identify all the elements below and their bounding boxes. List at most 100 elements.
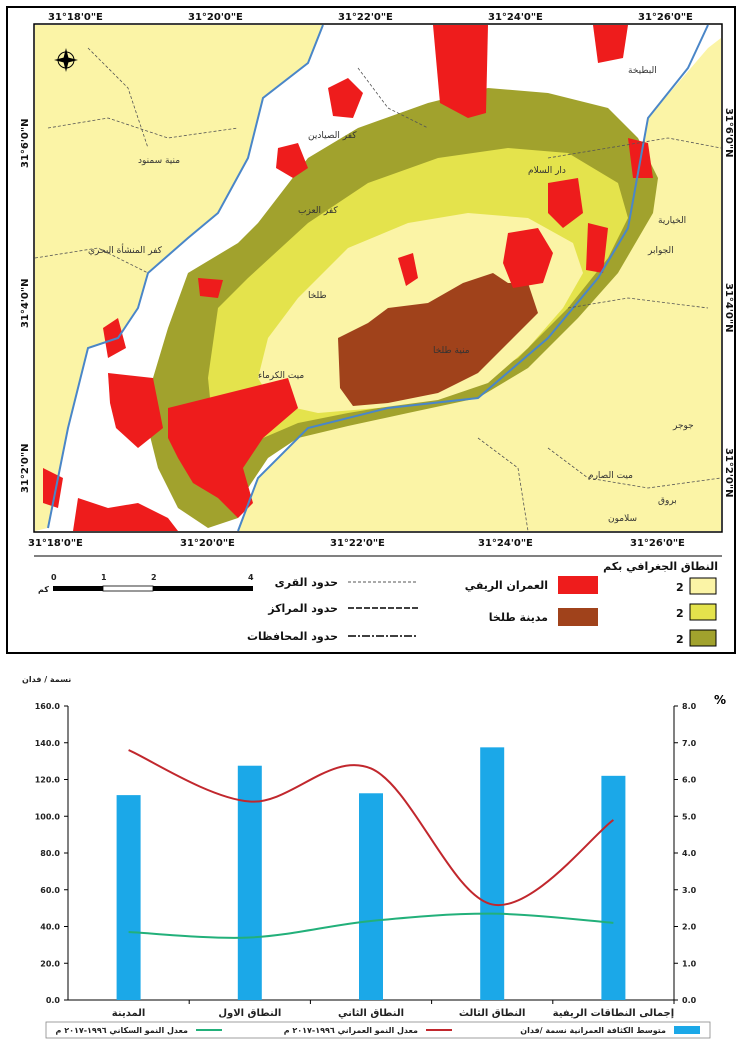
scale-tick: 1 — [101, 573, 107, 582]
y-tick-label: 0.0 — [46, 996, 61, 1005]
zone-swatch-1 — [689, 577, 717, 595]
zone-value: 2 — [676, 633, 684, 646]
x-category-label: النطاق الثالث — [459, 1008, 526, 1019]
scale-tick: 0 — [51, 573, 57, 582]
rural-urban-areas — [43, 25, 653, 531]
legend-bar-label: متوسط الكثافة العمرانية نسمة /فدان — [520, 1026, 666, 1035]
urban-legend-label: العمران الريفي — [465, 579, 548, 592]
markaz-boundary-label: حدود المراكز — [267, 602, 338, 615]
y2-tick-label: 3.0 — [682, 886, 697, 895]
x-category-label: المدينة — [112, 1008, 146, 1019]
bar — [359, 793, 383, 1000]
right-coord: 31°6'0"N — [723, 108, 734, 157]
chart-legend: متوسط الكثافة العمرانية نسمة /فدان معدل … — [45, 1021, 711, 1039]
bar — [237, 765, 262, 1000]
place-label: طلخا — [308, 291, 327, 301]
place-label: الخيارية — [658, 216, 686, 226]
y-tick-label: 20.0 — [40, 959, 60, 968]
urban-swatch — [558, 576, 598, 594]
category-labels: المدينة النطاق الاول النطاق الثاني النطاق ا… — [112, 1000, 675, 1019]
y-tick-label: 40.0 — [40, 923, 60, 932]
legend-urban-growth-label: معدل النمو العمراني ١٩٩٦-٢٠١٧ م — [284, 1026, 418, 1035]
gov-boundary-label: حدود المحافظات — [247, 630, 338, 643]
village-boundaries — [34, 47, 722, 532]
bottom-coord: 31°18'0"E — [28, 538, 83, 549]
east-boundary-line — [237, 24, 709, 532]
place-label: ميت الكرماء — [258, 371, 304, 381]
y2-tick-label: 4.0 — [682, 849, 697, 858]
right-coordinate-labels: 31°6'0"N 31°4'0"N 31°2'0"N — [723, 108, 734, 497]
top-coord: 31°18'0"E — [48, 12, 103, 23]
place-label: كفر الصيادين — [308, 131, 357, 141]
right-region — [238, 38, 721, 531]
village-boundary-label: حدود القرى — [275, 576, 338, 589]
zone-value: 2 — [676, 581, 684, 594]
y2-tick-label: 8.0 — [682, 702, 697, 711]
x-category-label: النطاق الثاني — [338, 1008, 404, 1019]
bar — [601, 775, 626, 1000]
zone-value: 2 — [676, 607, 684, 620]
bottom-coord: 31°24'0"E — [478, 538, 533, 549]
top-coord: 31°22'0"E — [338, 12, 393, 23]
y-axis-label: نسمة / فدان — [22, 675, 71, 684]
bar — [480, 747, 505, 1000]
y2-tick-label: 6.0 — [682, 776, 697, 785]
tick-labels: 0.0 20.0 40.0 60.0 80.0 100.0 120.0 140.0 160.0 0… — [35, 702, 697, 1005]
zone-swatch-3 — [689, 629, 717, 647]
left-coord: 31°4'0"N — [20, 279, 31, 328]
left-coordinate-labels: 31°6'0"N 31°4'0"N 31°2'0"N — [20, 119, 31, 493]
y-tick-label: 60.0 — [40, 886, 60, 895]
place-label: الجوابر — [647, 246, 674, 256]
left-region — [35, 25, 323, 531]
lines — [128, 749, 614, 939]
y-tick-label: 160.0 — [35, 702, 61, 711]
y2-axis-label: % — [714, 693, 726, 707]
bottom-coordinate-labels: 31°18'0"E 31°20'0"E 31°22'0"E 31°24'0"E … — [28, 538, 685, 549]
top-coord: 31°20'0"E — [188, 12, 243, 23]
scale-tick: 2 — [151, 573, 157, 582]
place-label: البطيخة — [628, 66, 657, 76]
x-category-label: النطاق الاول — [218, 1008, 281, 1019]
y-tick-label: 100.0 — [35, 812, 61, 821]
left-coord: 31°6'0"N — [20, 119, 31, 168]
left-coord: 31°2'0"N — [20, 444, 31, 493]
series-line-2 — [128, 912, 614, 939]
chart-svg: نسمة / فدان % 0.0 20.0 40.0 60.0 80.0 100.0 12… — [22, 675, 726, 1039]
map-panel: 31°18'0"E 31°20'0"E 31°22'0"E 31°24'0"E … — [6, 6, 736, 654]
west-boundary-line — [47, 24, 324, 529]
series-line-1 — [128, 749, 614, 906]
place-label: كفر العزب — [298, 206, 338, 216]
top-coord: 31°24'0"E — [488, 12, 543, 23]
place-labels: منية سمنود كفر العزب كفر المنشأة البحري … — [88, 66, 694, 524]
scale-unit: كم — [38, 585, 49, 594]
talkha-city-area — [338, 273, 538, 406]
place-label: منية طلخا — [433, 346, 470, 356]
scale-bar: 0 1 2 4 كم — [38, 573, 254, 594]
y-tick-label: 120.0 — [35, 776, 61, 785]
y-tick-label: 140.0 — [35, 739, 61, 748]
top-coordinate-labels: 31°18'0"E 31°20'0"E 31°22'0"E 31°24'0"E … — [48, 12, 693, 23]
zones-legend-title: النطاق الجغرافي بكم — [603, 560, 718, 573]
legend-pop-growth-label: معدل النمو السكاني ١٩٩٦-٢٠١٧ م — [56, 1026, 189, 1035]
x-category-label: إجمالى النطاقات الريفية — [553, 1008, 675, 1019]
place-label: سلامون — [608, 514, 637, 524]
right-coord: 31°2'0"N — [723, 448, 734, 497]
y2-tick-label: 1.0 — [682, 959, 697, 968]
place-label: دار السلام — [528, 166, 566, 176]
right-coord: 31°4'0"N — [723, 283, 734, 332]
bars — [116, 747, 626, 1000]
y2-tick-label: 0.0 — [682, 996, 697, 1005]
map-legend: النطاق الجغرافي بكم 2 2 2 العمران الريفي… — [34, 555, 722, 647]
place-label: جوجر — [672, 421, 694, 431]
y2-tick-label: 5.0 — [682, 812, 697, 821]
bottom-coord: 31°20'0"E — [180, 538, 235, 549]
top-coord: 31°26'0"E — [638, 12, 693, 23]
place-label: ميت الصارم — [588, 471, 633, 481]
y2-tick-label: 2.0 — [682, 923, 697, 932]
map-svg: 31°18'0"E 31°20'0"E 31°22'0"E 31°24'0"E … — [20, 12, 734, 647]
y-tick-label: 80.0 — [40, 849, 60, 858]
city-swatch — [558, 608, 598, 626]
zone-swatch-2 — [689, 603, 717, 621]
legend-bar-swatch — [674, 1026, 700, 1034]
bar — [116, 795, 141, 1000]
